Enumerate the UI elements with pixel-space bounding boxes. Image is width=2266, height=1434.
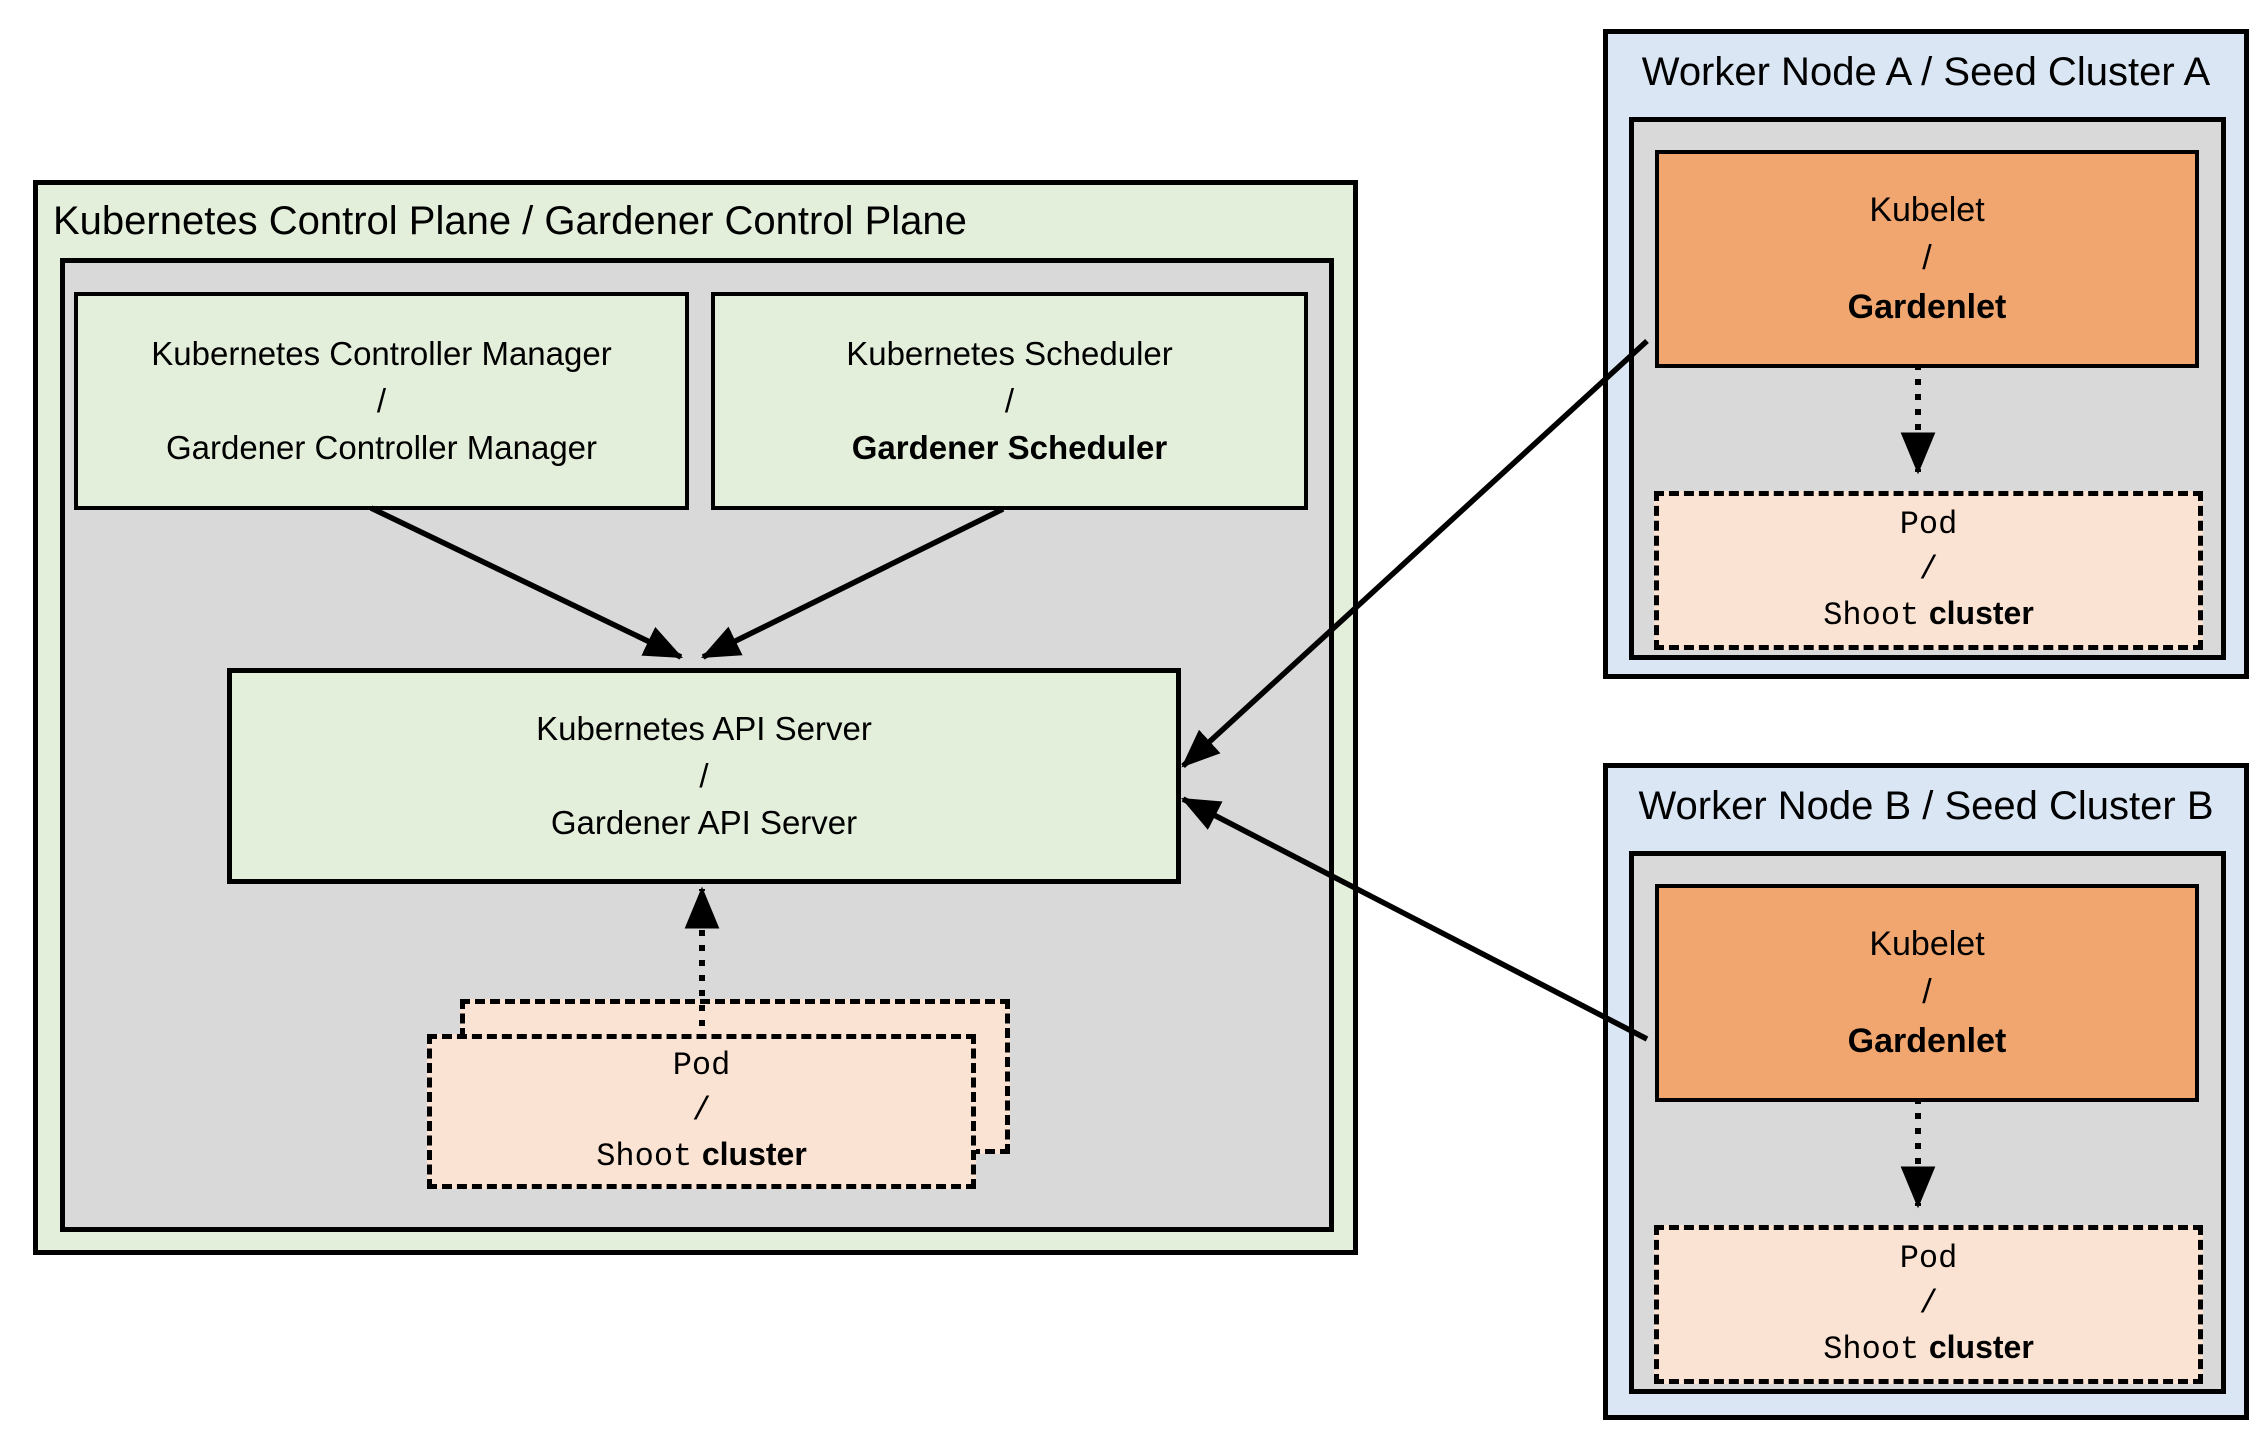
kubelet-b-separator: / [1922, 973, 1932, 1012]
scheduler-box: Kubernetes Scheduler / Gardener Schedule… [711, 292, 1308, 510]
worker-node-a-title: Worker Node A / Seed Cluster A [1641, 50, 2211, 94]
pod-a-cluster-label: cluster [1928, 595, 2034, 632]
pod-b-shoot-label: Shoot [1823, 1331, 1920, 1369]
pod-b-cluster-label: cluster [1928, 1329, 2034, 1366]
kubelet-a-separator: / [1922, 239, 1932, 278]
control-plane-title: Kubernetes Control Plane / Gardener Cont… [53, 199, 967, 243]
kubelet-a-line1: Kubelet [1869, 191, 1985, 230]
controller-manager-separator: / [376, 381, 387, 419]
pod-line1: Pod [672, 1047, 731, 1085]
scheduler-line2: Gardener Scheduler [851, 429, 1168, 467]
control-plane-inner-box: Kubernetes Controller Manager / Gardener… [60, 258, 1334, 1232]
worker-node-b-box: Worker Node B / Seed Cluster B Kubelet /… [1603, 763, 2249, 1420]
pod-b-line1: Pod [1899, 1240, 1958, 1278]
pod-separator: / [691, 1091, 712, 1129]
kubelet-b-line1: Kubelet [1869, 925, 1985, 964]
controller-manager-box: Kubernetes Controller Manager / Gardener… [74, 292, 689, 510]
scheduler-line1: Kubernetes Scheduler [846, 335, 1173, 373]
api-server-line2: Gardener API Server [550, 804, 858, 842]
api-server-box: Kubernetes API Server / Gardener API Ser… [227, 668, 1181, 884]
pod-shoot-label: Shoot [596, 1138, 693, 1176]
pod-a-line1: Pod [1899, 506, 1958, 544]
api-server-line1: Kubernetes API Server [536, 710, 872, 748]
controller-manager-line2: Gardener Controller Manager [165, 429, 598, 467]
controller-manager-line1: Kubernetes Controller Manager [151, 335, 612, 373]
pod-a-shoot-label: Shoot [1823, 597, 1920, 635]
kubelet-gardenlet-worker-a-box: Kubelet / Gardenlet [1655, 150, 2199, 368]
pod-a-separator: / [1918, 550, 1939, 588]
worker-node-b-title: Worker Node B / Seed Cluster B [1638, 784, 2214, 828]
scheduler-separator: / [1004, 381, 1015, 419]
pod-cluster-label: cluster [701, 1136, 807, 1173]
api-server-separator: / [699, 756, 709, 794]
control-plane-box: Kubernetes Control Plane / Gardener Cont… [33, 180, 1358, 1255]
kubelet-gardenlet-worker-b-box: Kubelet / Gardenlet [1655, 884, 2199, 1102]
worker-node-a-box: Worker Node A / Seed Cluster A Kubelet /… [1603, 29, 2249, 679]
kubelet-b-line2: Gardenlet [1847, 1021, 2007, 1060]
pod-b-separator: / [1918, 1284, 1939, 1322]
kubelet-a-line2: Gardenlet [1847, 287, 2007, 326]
